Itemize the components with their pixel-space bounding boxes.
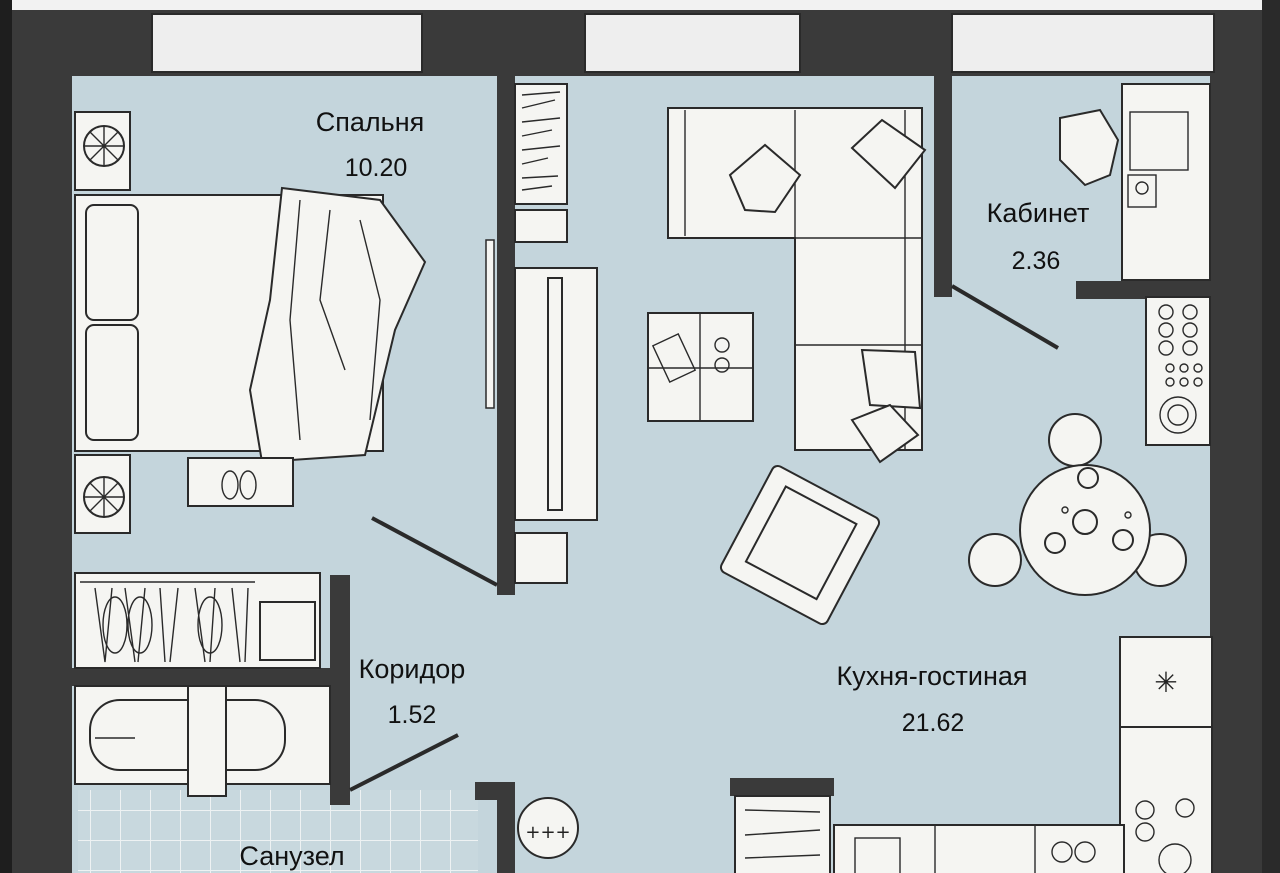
shoe-box [514, 532, 568, 584]
bedroom-door [371, 516, 498, 587]
office-chair [1059, 108, 1120, 187]
bedroom-area: 10.20 [345, 154, 408, 182]
sofa [667, 107, 923, 451]
counter-right [1119, 726, 1213, 873]
oven-column [1145, 296, 1211, 446]
laptop [1129, 111, 1189, 171]
cushion [728, 143, 802, 214]
page-edge-left [0, 0, 12, 873]
armchair [719, 464, 881, 626]
fan-icon [83, 125, 125, 167]
living-furniture [647, 107, 1187, 626]
desk [1121, 83, 1211, 281]
shelf-box [514, 209, 568, 243]
room-labels: Спальня 10.20 Кабинет 2.36 Коридор 1.52 … [239, 107, 1089, 871]
bookshelf [514, 83, 568, 205]
windows [151, 13, 1215, 73]
corridor-area: 1.52 [388, 701, 437, 729]
kitchen-living-name: Кухня-гостиная [836, 661, 1027, 691]
counter-bottom [833, 824, 1125, 873]
bathroom-name: Санузел [239, 841, 344, 871]
kitchen-furniture: ✳ [734, 296, 1213, 873]
office-door [950, 284, 1060, 350]
bedroom-furniture [74, 111, 427, 534]
office-name: Кабинет [987, 198, 1090, 228]
fan-icon [83, 476, 125, 518]
pillow [85, 204, 139, 321]
dining-table-icon [968, 413, 1187, 596]
laundry-basket [259, 601, 316, 661]
bathroom-furniture: +++ [74, 685, 579, 859]
svg-text:+++: +++ [525, 822, 570, 843]
office-furniture [1059, 83, 1211, 281]
svg-text:✳: ✳ [1154, 666, 1177, 699]
bathroom-door [349, 733, 459, 792]
kitchen-living-area: 21.62 [902, 709, 965, 737]
pillow [85, 324, 139, 441]
fridge [1119, 636, 1213, 728]
corridor-furniture [74, 83, 598, 669]
stove-icon [1135, 798, 1195, 873]
ac-unit-top [74, 111, 131, 191]
bathroom-floor-tiles [78, 790, 478, 873]
blanket [248, 186, 427, 464]
bedroom-name: Спальня [316, 107, 425, 137]
page-edge-right [1262, 0, 1280, 873]
office-area: 2.36 [1012, 247, 1061, 275]
cushion [860, 348, 922, 410]
cushion [850, 403, 920, 464]
corridor-name: Коридор [359, 654, 466, 684]
cushion [850, 118, 927, 190]
interior-walls [72, 75, 1212, 873]
slippers-icon [221, 470, 257, 500]
doors [349, 239, 1060, 792]
shower-drain-icon: +++ [517, 797, 579, 859]
